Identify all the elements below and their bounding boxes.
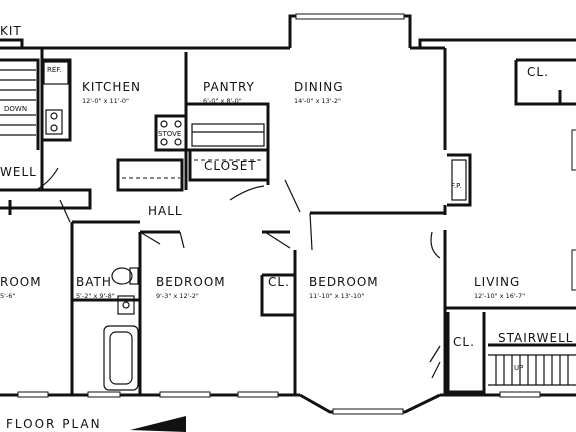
walls (0, 13, 576, 415)
stove-label: STOVE (158, 130, 181, 138)
doors (35, 167, 441, 379)
room-living-dims: 12'-10" x 16'-7" (474, 292, 525, 300)
bath-sink (117, 295, 135, 315)
bathtub (103, 325, 139, 391)
room-stairwell-label: STAIRWELL (498, 331, 573, 345)
closet-living-label: CL. (453, 335, 475, 349)
stairwell-treads (488, 354, 576, 386)
closet-top-right-label: CL. (527, 65, 549, 79)
room-dining-dims: 14'-0" x 13'-2" (294, 97, 341, 105)
stairs-down-label: DOWN (4, 105, 27, 113)
room-bedroom2-dims: 11'-10" x 13'-10" (309, 292, 364, 300)
room-closet-label: CLOSET (204, 159, 257, 173)
ref-label: REF. (47, 66, 61, 74)
room-pantry-dims: 6'-0" x 8'-0" (203, 97, 242, 105)
room-kitchen-dims: 12'-0" x 11'-0" (82, 97, 129, 105)
closet-bedroom-label: CL. (268, 275, 290, 289)
room-kitchen-label: KITCHEN (82, 80, 141, 94)
refrigerator (43, 61, 69, 85)
stairs-up-label: UP (514, 364, 523, 372)
room-bedroom2-label: BEDROOM (309, 275, 379, 289)
room-bath-dims: 5'-2" x 9'-8" (76, 292, 115, 300)
toilet (111, 267, 133, 285)
room-well-label: WELL (0, 165, 37, 179)
room-left-dims: 5'-6" (0, 292, 15, 300)
room-labels: KIT KITCHEN 12'-0" x 11'-0" PANTRY 6'-0"… (0, 24, 573, 431)
room-pantry-label: PANTRY (203, 80, 255, 94)
kitchen-sink (45, 109, 63, 135)
left-stairs (0, 69, 36, 136)
room-dining-label: DINING (294, 80, 344, 94)
room-bath-label: BATH (76, 275, 112, 289)
pantry-shelf (191, 123, 265, 147)
fireplace-label: F.P. (451, 182, 461, 190)
fixtures (0, 61, 576, 432)
floor-plan-caption: FLOOR PLAN (6, 417, 102, 431)
room-bedroom1-label: BEDROOM (156, 275, 226, 289)
room-bedroom1-dims: 9'-3" x 12'-2" (156, 292, 199, 300)
room-left-label: ROOM (0, 275, 42, 289)
room-hall-label: HALL (148, 204, 183, 218)
north-arrow-icon (130, 416, 186, 432)
room-living-label: LIVING (474, 275, 520, 289)
dining-bay-window (295, 13, 405, 20)
room-kit-label: KIT (0, 24, 22, 38)
